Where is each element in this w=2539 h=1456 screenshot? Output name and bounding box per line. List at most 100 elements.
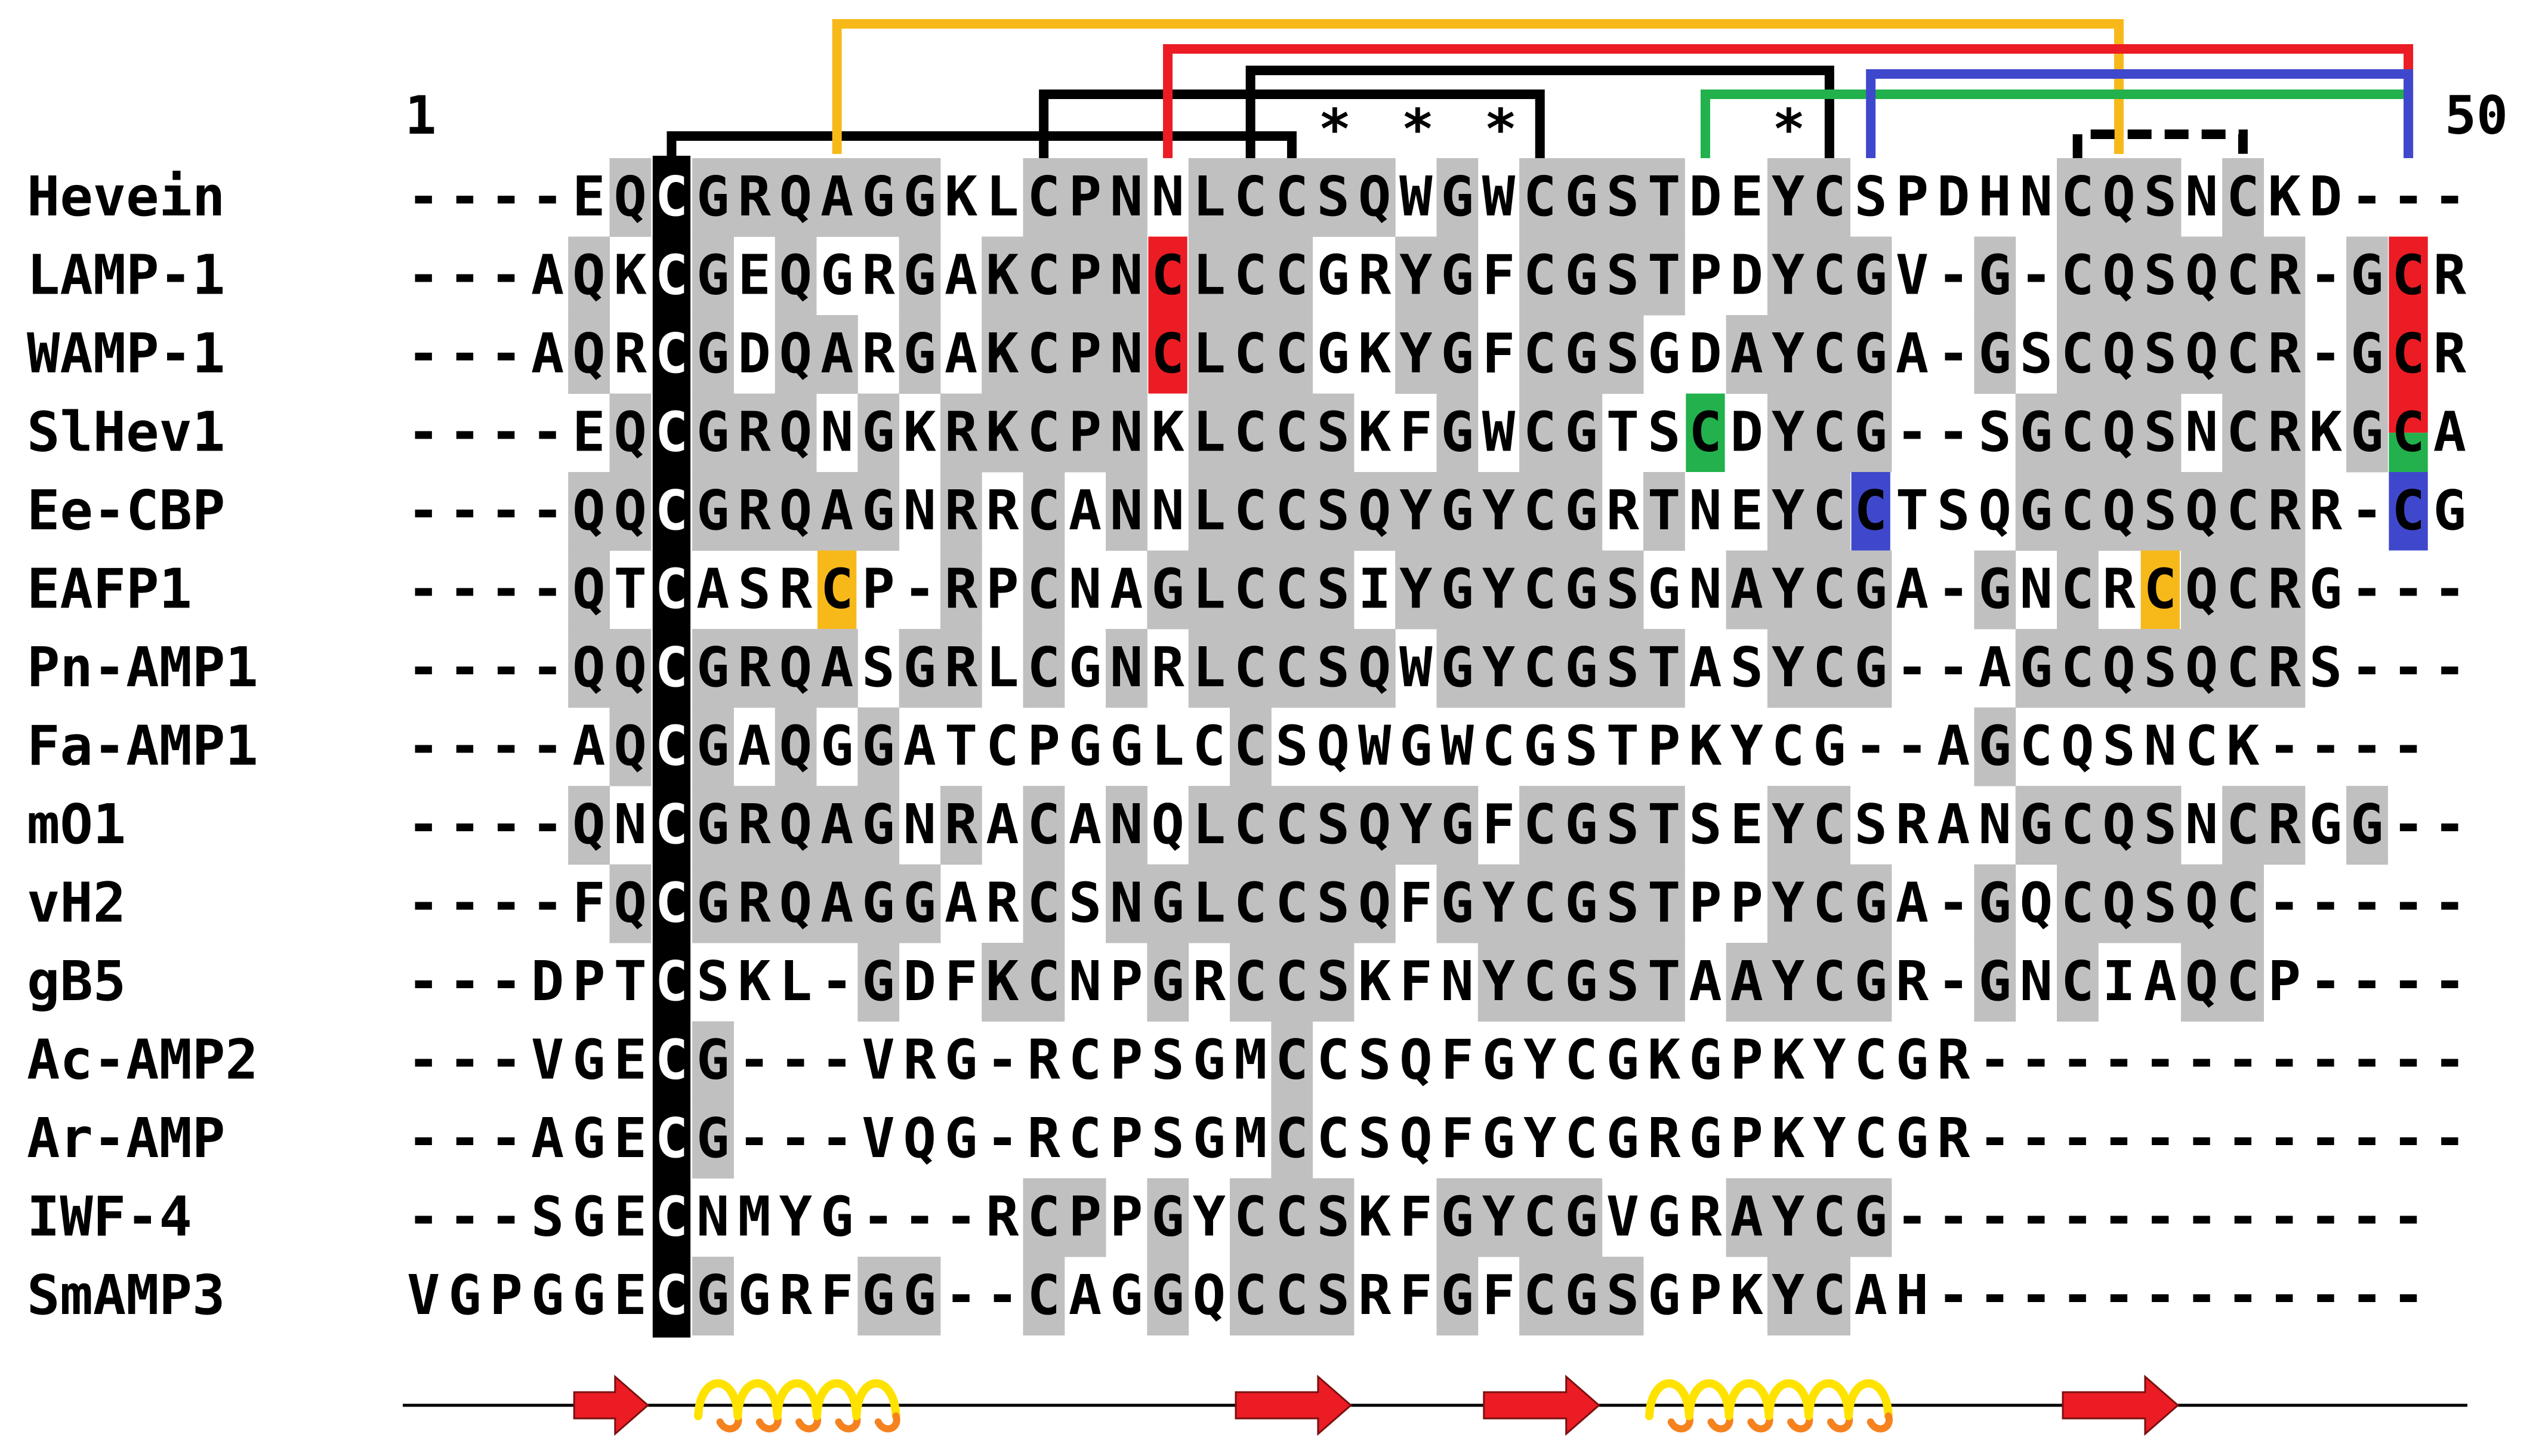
residue-letter: S [1689,792,1722,856]
residue-letter: H [1896,1263,1929,1327]
residue-letter: C [2061,949,2094,1013]
similarity-shade [2139,864,2182,943]
helix-turn [1804,1379,1853,1420]
residue-letter: G [820,243,853,307]
similarity-shade [1477,1178,1520,1257]
residue-letter: P [1730,1106,1763,1170]
similarity-shade [2180,315,2223,394]
similarity-shade [1312,786,1355,865]
residue-letter: G [1565,636,1597,699]
residue-letter: G [862,871,894,934]
protein-name: mO1 [27,792,126,856]
residue-letter: G [572,1263,605,1327]
residue-letter: R [903,1028,937,1091]
similarity-shade [1602,550,1644,630]
residue-letter: - [448,557,481,621]
cysteine-highlight [2389,393,2428,433]
residue-letter: - [2267,1184,2300,1248]
residue-letter: G [862,1263,894,1327]
similarity-shade [1230,158,1272,237]
residue-letter: L [1193,243,1226,307]
similarity-shade [733,864,776,943]
similarity-shade [1643,629,1685,708]
residue-letter: Q [1358,871,1391,934]
residue-letter: - [490,400,523,464]
residue-letter: V [407,1263,440,1327]
similarity-shade [1230,236,1272,316]
residue-letter: - [2102,1106,2135,1170]
residue-letter: G [1440,479,1473,542]
residue-letter: - [490,322,523,385]
residue-letter: C [2061,322,2094,385]
similarity-shade [2180,550,2223,630]
residue-letter: R [986,479,1019,542]
helix-turn [1844,1379,1893,1420]
similarity-shade [1519,629,1561,708]
residue-letter: Q [572,243,605,307]
residue-letter: - [448,243,481,307]
similarity-shade [1974,864,2016,943]
residue-letter: - [2102,1263,2135,1327]
residue-letter: N [1151,479,1184,542]
residue-letter: - [2061,1263,2094,1327]
residue-letter: - [2350,1106,2383,1170]
residue-letter: - [407,792,440,856]
secondary-structure-track [403,1374,2467,1436]
similarity-shade [2346,236,2388,316]
similarity-shade [1271,1178,1313,1257]
residue-letter: Q [1193,1263,1226,1327]
cysteine-highlight [2140,550,2180,629]
residue-letter: A [820,636,853,699]
similarity-shade [692,1021,734,1100]
residue-letter: G [696,243,729,307]
residue-letter: G [1151,949,1184,1013]
similarity-shade [1188,629,1230,708]
residue-letter: C [1234,165,1267,229]
residue-letter: Q [903,1106,936,1170]
residue-letter: E [1730,165,1763,229]
similarity-shade [568,550,610,630]
similarity-shade [1230,472,1272,551]
residue-letter: Q [2102,871,2135,934]
residue-letter: K [1772,1106,1805,1170]
residue-letter: V [862,1028,894,1091]
similarity-shade [1064,158,1106,237]
residue-letter: Y [1399,792,1433,856]
residue-letter: - [448,949,481,1013]
similarity-shade [2263,315,2306,394]
residue-letter: L [1193,871,1226,934]
similarity-shade [1643,236,1685,316]
residue-letter: R [1896,949,1929,1013]
similarity-shade [2180,629,2223,708]
residue-letter: G [1482,1106,1515,1170]
residue-letter: C [2061,479,2094,542]
residue-letter: G [1896,1106,1929,1170]
residue-letter: L [1193,557,1226,621]
residue-letter: C [2226,479,2259,542]
residue-letter: - [531,636,564,699]
similarity-shade [2180,472,2223,551]
residue-letter: - [490,479,523,542]
residue-letter: N [2144,714,2177,778]
residue-letter: T [1648,949,1680,1013]
residue-letter: Q [1978,479,2011,542]
residue-letter: K [1730,1263,1764,1327]
similarity-shade [1809,236,1850,316]
similarity-shade [1809,472,1850,551]
similarity-shade [1477,943,1520,1022]
residue-letter: - [531,871,564,934]
protein-name: Ar-AMP [27,1106,225,1170]
residue-letter: G [2020,636,2053,699]
residue-letter: G [945,1028,977,1091]
residue-letter: G [1689,1106,1722,1170]
residue-letter: S [2144,479,2177,542]
similarity-shade [1436,393,1479,473]
similarity-shade [1023,393,1065,473]
residue-letter: C [1275,1263,1308,1327]
residue-letter: A [820,871,853,934]
residue-letter: C [1813,871,1846,934]
residue-letter: A [531,322,564,385]
residue-letter: A [1110,557,1143,621]
residue-letter: C [1523,1184,1556,1248]
